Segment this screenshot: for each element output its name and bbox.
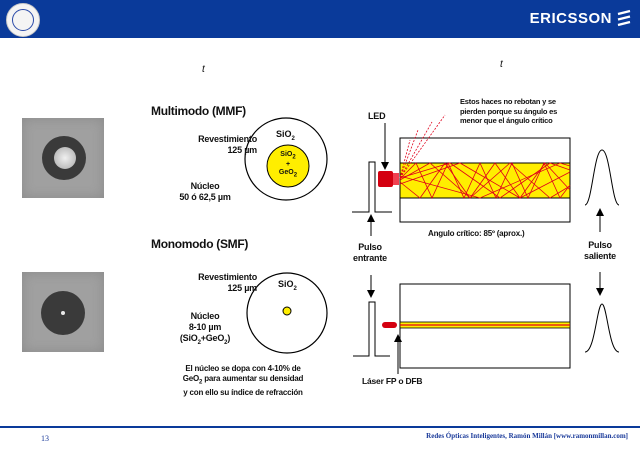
mmf-core-circle — [266, 144, 310, 188]
led-label: LED — [368, 111, 386, 121]
university-seal-icon — [6, 3, 40, 37]
ericsson-logo-icon — [617, 9, 631, 27]
led-source — [378, 171, 393, 187]
smf-heading: Monomodo (SMF) — [151, 237, 249, 251]
header-bar: ERICSSON — [0, 0, 640, 38]
smf-core-circle — [282, 306, 292, 316]
laser-label: Láser FP o DFB — [362, 376, 423, 386]
footer-divider — [0, 426, 640, 428]
footer-credit: Redes Ópticas Inteligentes, Ramón Millán… — [426, 432, 628, 440]
mmf-heading: Multimodo (MMF) — [151, 104, 246, 118]
slide-marker-left: t — [202, 64, 205, 75]
mmf-input-pulse — [352, 161, 392, 213]
input-pulse-label: Pulso entrante — [353, 242, 387, 263]
brand-name: ERICSSON — [529, 10, 612, 27]
output-pulse-label: Pulso saliente — [584, 240, 616, 261]
smf-cladding-label: Revestimiento 125 µm — [198, 272, 257, 293]
mmf-cladding-label: Revestimiento 125 µm — [198, 134, 257, 155]
laser-source — [382, 322, 397, 328]
page-number: 13 — [41, 434, 49, 443]
mmf-rays — [399, 114, 571, 199]
smf-output-pulse — [584, 303, 620, 353]
smf-outer-material: SiO2 — [278, 279, 297, 292]
smf-input-pulse — [353, 301, 390, 357]
mmf-core-label: Núcleo 50 ó 62,5 µm — [179, 181, 231, 202]
critical-angle-label: Angulo crítico: 85º (aprox.) — [428, 229, 525, 238]
mmf-outer-material: SiO2 — [276, 129, 295, 142]
mmf-fiber-photo — [22, 118, 104, 198]
mmf-output-pulse — [584, 149, 620, 206]
smf-fiber-photo — [22, 272, 104, 352]
rays-note: Estos haces no rebotan y se pierden porq… — [460, 97, 558, 125]
smf-core-label: Núcleo 8-10 µm (SiO2+GeO2) — [179, 311, 231, 346]
doping-note: El núcleo se dopa con 4-10% de GeO2 para… — [182, 364, 304, 397]
mmf-core-material: SiO2 + GeO2 — [278, 151, 298, 179]
slide-marker-right: t — [500, 59, 503, 70]
